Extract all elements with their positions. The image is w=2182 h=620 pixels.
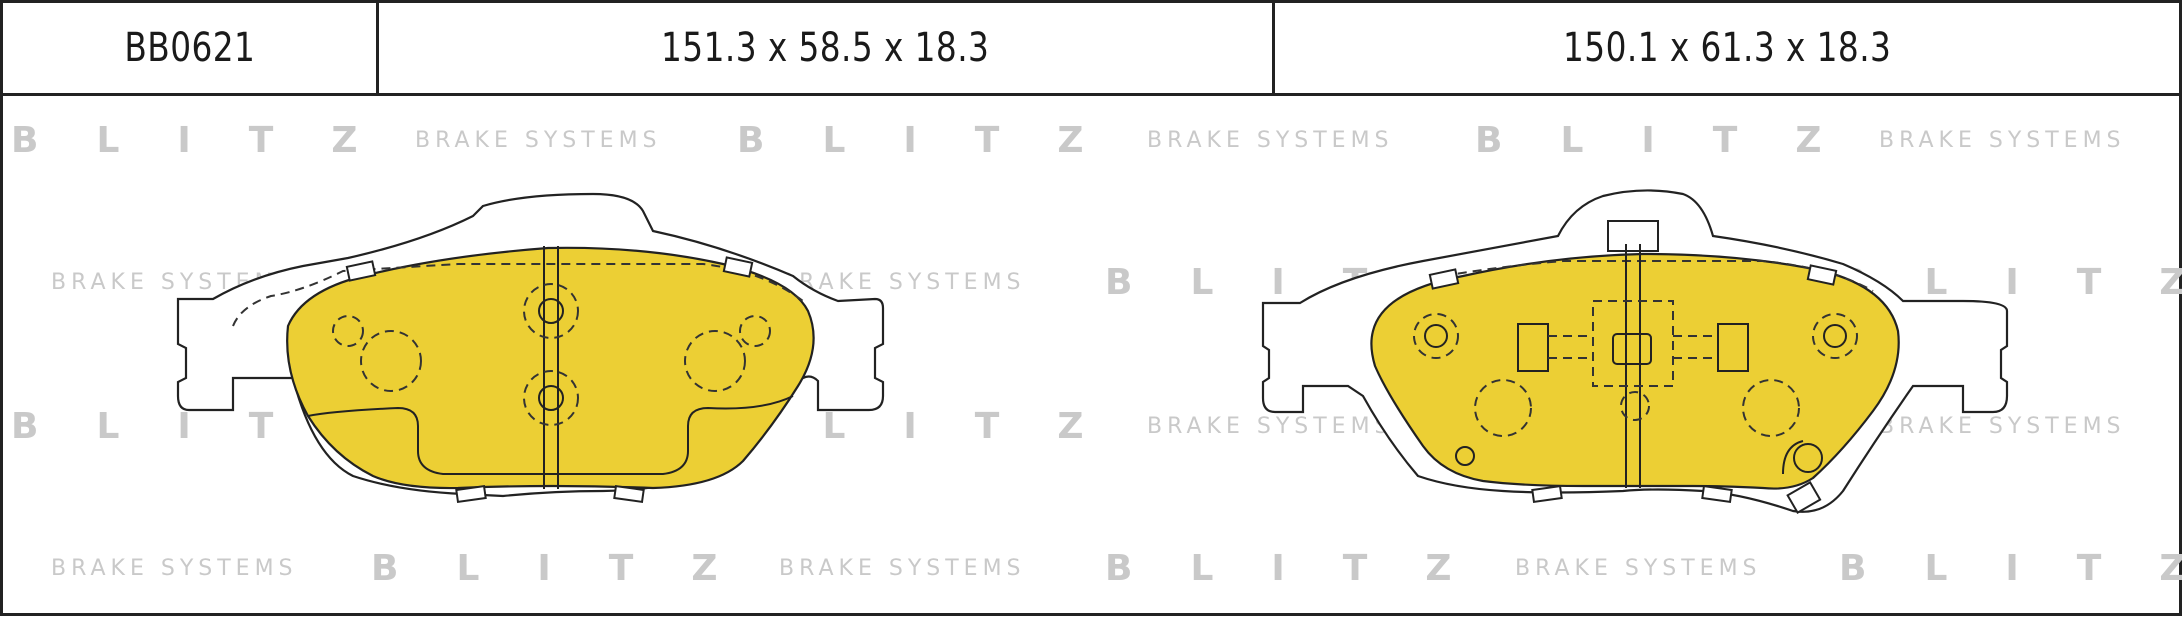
hole-left-mid [523,370,579,426]
brake-pad-drawings [176,189,2009,515]
tab-left-1 [345,260,377,282]
clip-center-right [1612,333,1652,365]
top-lug-right [1607,220,1659,252]
tab-right-1 [1428,268,1460,290]
tab-right-3 [1531,484,1563,504]
tab-left-3 [455,484,487,504]
watermark-logo: BLITZ [11,406,416,447]
dimension-1: 151.3 x 58.5 x 18.3 [661,25,990,71]
hole-right-b-inner [1823,324,1847,348]
watermark-subtitle: BRAKE SYSTEMS [51,556,298,581]
friction-material-right [1370,252,1900,490]
dimension-cell-2: 150.1 x 61.3 x 18.3 [1275,3,2179,93]
watermark-subtitle: BRAKE SYSTEMS [415,128,662,153]
watermark-logo: BLITZ [11,120,416,161]
hole-left-a [360,330,422,392]
contour-left [307,395,794,475]
hidden-outline-left [232,263,804,327]
watermark-logo: BLITZ [371,548,776,589]
drawing-area [3,96,2179,616]
brake-pad-right [1261,189,2009,515]
wear-sensor-right [1793,443,1823,473]
watermark-logo: BLITZ [1839,548,2182,589]
hidden-outline-right [1442,260,1874,292]
hole-right-f [1455,446,1475,466]
clip-links-right [1548,335,1718,359]
watermark-subtitle: BRAKE SYSTEMS [1515,556,1762,581]
watermark-logo: BLITZ [1475,120,1880,161]
hole-right-e [1620,391,1650,421]
part-number-cell: BB0621 [3,3,379,93]
hole-left-mid-inner [538,385,564,411]
sensor-wire-right [1782,440,1804,475]
hole-right-a [1413,313,1459,359]
hole-right-c [1474,379,1532,437]
clip-right-right [1717,323,1749,372]
dimension-cell-1: 151.3 x 58.5 x 18.3 [379,3,1275,93]
sensor-connector-right [1786,480,1822,515]
watermark-subtitle: BRAKE SYSTEMS [1879,414,2126,439]
tab-left-2 [722,256,754,278]
watermark-subtitle: BRAKE SYSTEMS [1147,414,1394,439]
watermark-logo: BLITZ [737,406,1142,447]
hole-left-b [332,315,364,347]
watermark-subtitle: BRAKE SYSTEMS [1147,128,1394,153]
watermark-logo: BLITZ [1105,548,1510,589]
tab-right-4 [1701,484,1733,504]
watermark-subtitle: BRAKE SYSTEMS [1879,128,2126,153]
watermark-logo: BLITZ [737,120,1142,161]
spec-header: BB0621 151.3 x 58.5 x 18.3 150.1 x 61.3 … [3,3,2179,96]
tab-right-2 [1806,264,1838,286]
hole-left-top [523,283,579,339]
watermark-subtitle: BRAKE SYSTEMS [779,270,1026,295]
tab-left-4 [613,484,645,504]
part-number: BB0621 [124,25,255,71]
hole-right-d [1742,379,1800,437]
brake-pad-left [176,192,885,504]
watermark-subtitle: BRAKE SYSTEMS [779,556,1026,581]
dimension-2: 150.1 x 61.3 x 18.3 [1562,25,1892,71]
clip-frame-right [1592,300,1674,387]
hole-left-top-inner [538,298,564,324]
hole-right-b [1812,313,1858,359]
clip-left-right [1517,323,1549,372]
hole-left-c [684,330,746,392]
hole-right-a-inner [1424,324,1448,348]
hole-left-d [739,315,771,347]
